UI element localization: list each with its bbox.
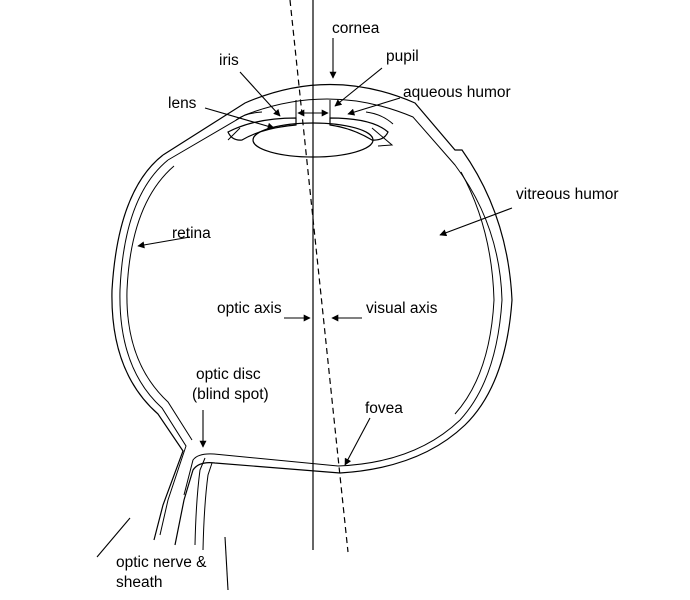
retina-inner-line <box>126 165 193 441</box>
fovea-pointer <box>344 417 371 466</box>
retina-inner-line-2 <box>454 171 495 415</box>
retina-pointer <box>137 236 191 249</box>
sclera-outline-back <box>111 154 184 541</box>
iris-pointer <box>239 71 281 117</box>
retina-layer <box>167 98 503 496</box>
iris-fill-right <box>371 127 394 147</box>
ciliary-left <box>235 111 263 121</box>
label-lens: lens <box>168 95 197 112</box>
label-sheath: sheath <box>116 574 163 591</box>
optic-nerve-pointer-right <box>224 536 229 591</box>
label-vitreous-humor: vitreous humor <box>516 186 619 203</box>
label-cornea: cornea <box>332 20 380 37</box>
sclera-outline <box>162 83 513 546</box>
optic-nerve-pointer-left <box>96 517 131 558</box>
iris-right <box>329 117 389 141</box>
visual-axis-line <box>289 0 349 553</box>
optic-nerve-inner <box>194 457 206 546</box>
label-retina: retina <box>172 225 211 242</box>
iris-fill-left <box>227 127 241 141</box>
label-aqueous-humor: aqueous humor <box>403 84 511 101</box>
iris-left <box>227 117 297 141</box>
vitreous-humor-pointer <box>439 207 513 237</box>
pupil-pointer <box>334 67 383 107</box>
retina-layer-back <box>119 159 187 536</box>
label-fovea: fovea <box>365 400 403 417</box>
label-optic-nerve: optic nerve & <box>116 554 207 571</box>
label-optic-axis: optic axis <box>217 300 282 317</box>
label-blind-spot: (blind spot) <box>192 386 269 403</box>
optic-nerve-inner-2 <box>202 462 213 551</box>
label-optic-disc: optic disc <box>196 366 261 383</box>
ciliary-right <box>365 111 394 125</box>
label-visual-axis: visual axis <box>366 300 438 317</box>
label-iris: iris <box>219 52 239 69</box>
label-pupil: pupil <box>386 48 419 65</box>
aqueous-humor-pointer <box>347 97 401 116</box>
lens-pointer <box>204 107 275 130</box>
